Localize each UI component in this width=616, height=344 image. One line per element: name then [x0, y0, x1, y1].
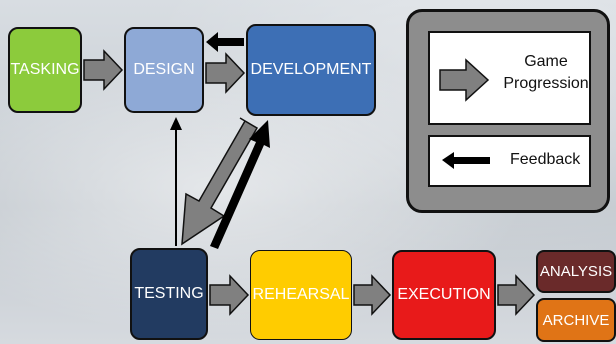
- tasking-label: TASKING: [10, 61, 80, 78]
- arrow-testing-to-design-head: [170, 117, 182, 130]
- design-label: DESIGN: [133, 61, 195, 78]
- legend-feedback-item: Feedback: [428, 135, 591, 187]
- arrow-execution-to-analysis: [497, 274, 536, 316]
- tasking-box: TASKING: [8, 27, 82, 113]
- testing-label: TESTING: [134, 285, 204, 302]
- gray-block-arrow-icon: [439, 58, 490, 102]
- arrow-rehearsal-to-execution: [353, 274, 392, 316]
- rehearsal-label: REHEARSAL: [252, 286, 350, 303]
- arrow-development-to-design-feedback: [206, 32, 244, 52]
- analysis-label: ANALYSIS: [539, 263, 613, 280]
- arrow-testing-to-rehearsal: [209, 274, 250, 316]
- archive-label: ARCHIVE: [542, 311, 610, 329]
- development-label: DEVELOPMENT: [250, 61, 372, 78]
- development-box: DEVELOPMENT: [246, 24, 376, 116]
- legend-progression-item: Game Progression: [428, 31, 591, 125]
- analysis-box: ANALYSIS: [536, 250, 616, 293]
- arrow-tasking-to-design: [83, 49, 124, 91]
- legend-feedback-label: Feedback: [510, 151, 581, 168]
- arrow-design-to-development: [205, 52, 246, 94]
- execution-box: EXECUTION: [392, 250, 496, 340]
- legend: Game Progression Feedback: [406, 9, 610, 213]
- black-arrow-icon: [442, 152, 490, 169]
- rehearsal-box: REHEARSAL: [250, 250, 352, 340]
- arrow-testing-to-development-feedback: [210, 120, 270, 249]
- legend-progression-line1: Game: [524, 53, 568, 70]
- archive-box: ARCHIVE: [536, 298, 616, 342]
- legend-progression-line2: Progression: [503, 75, 589, 92]
- arrow-development-to-testing: [181, 117, 259, 246]
- legend-progression-text: Game Progression: [502, 51, 590, 95]
- execution-label: EXECUTION: [397, 286, 491, 303]
- testing-box: TESTING: [130, 248, 208, 340]
- design-box: DESIGN: [124, 27, 204, 113]
